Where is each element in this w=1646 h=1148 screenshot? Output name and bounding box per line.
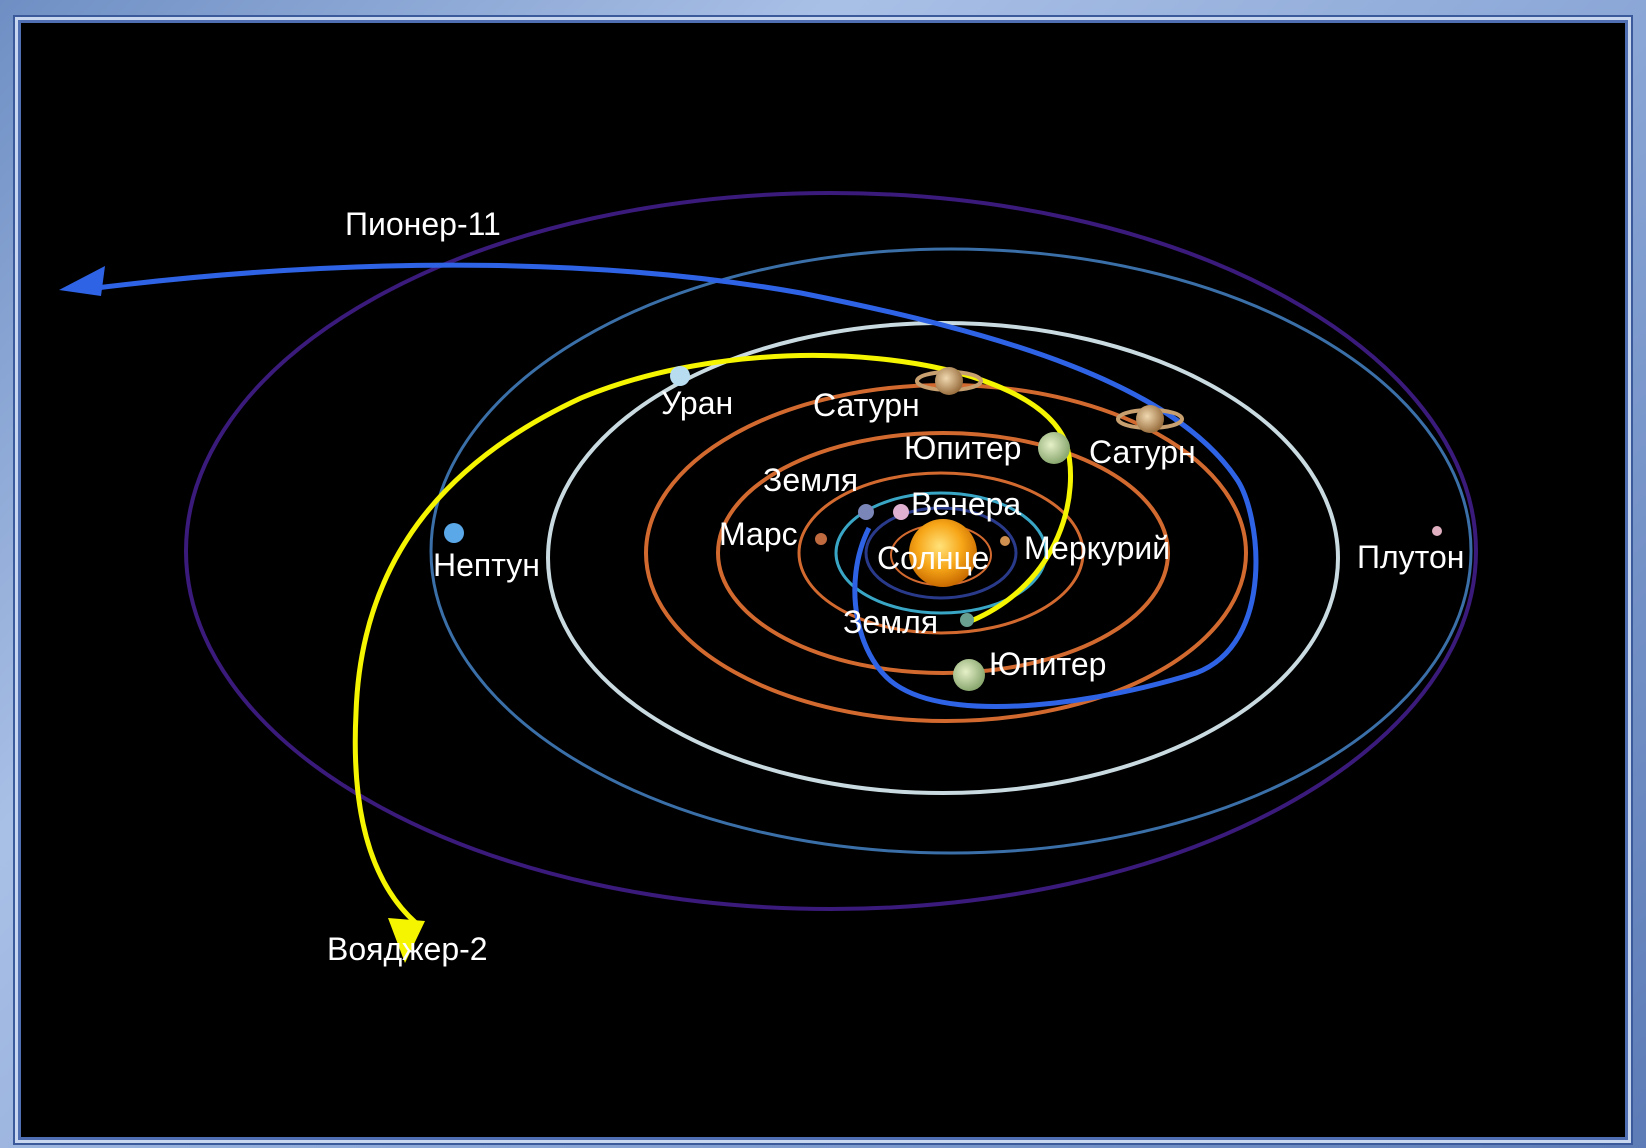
saturn-left-label: Сатурн bbox=[813, 387, 920, 423]
jupiter-top-icon bbox=[1038, 432, 1070, 464]
earth-top-icon bbox=[858, 504, 874, 520]
uranus-icon bbox=[670, 366, 690, 386]
diagram-panel: Пионер-11 Вояджер-2 Солнце Меркурий Вене… bbox=[18, 20, 1628, 1140]
neptune-icon bbox=[444, 523, 464, 543]
sun-label: Солнце bbox=[877, 540, 989, 576]
orbits bbox=[184, 191, 1478, 911]
neptune-orbit bbox=[429, 247, 1473, 855]
jupiter-top-label: Юпитер bbox=[904, 430, 1021, 466]
pioneer-arrowhead bbox=[59, 266, 105, 296]
mars-label: Марс bbox=[719, 516, 798, 552]
saturn-right-label: Сатурн bbox=[1089, 434, 1196, 470]
venus-label: Венера bbox=[911, 486, 1021, 522]
trajectories bbox=[59, 262, 1259, 963]
jupiter-bottom-label: Юпитер bbox=[989, 646, 1106, 682]
bodies bbox=[444, 366, 1442, 691]
venus-orbit bbox=[864, 506, 1018, 600]
voyager-label: Вояджер-2 bbox=[327, 931, 488, 967]
saturn-right-icon bbox=[1116, 405, 1184, 433]
pioneer-trajectory bbox=[95, 262, 1259, 710]
uranus-label: Уран bbox=[661, 385, 733, 421]
voyager-arrowhead bbox=[388, 918, 425, 963]
earth-orbit bbox=[834, 491, 1048, 615]
labels: Пионер-11 Вояджер-2 Солнце Меркурий Вене… bbox=[327, 206, 1464, 967]
earth-bottom-icon bbox=[960, 613, 974, 627]
mercury-icon bbox=[1000, 536, 1010, 546]
voyager-trajectory bbox=[352, 353, 1074, 925]
saturn-left-icon bbox=[915, 367, 983, 395]
mars-orbit bbox=[797, 471, 1085, 635]
venus-icon bbox=[893, 504, 909, 520]
pluto-orbit bbox=[184, 191, 1478, 911]
pluto-icon bbox=[1432, 526, 1442, 536]
earth-top-label: Земля bbox=[763, 462, 858, 498]
pluto-label: Плутон bbox=[1357, 539, 1464, 575]
mercury-label: Меркурий bbox=[1024, 530, 1170, 566]
pioneer-label: Пионер-11 bbox=[345, 206, 501, 242]
earth-bottom-label: Земля bbox=[843, 604, 938, 640]
solar-system-diagram: Пионер-11 Вояджер-2 Солнце Меркурий Вене… bbox=[59, 191, 1478, 967]
sun-icon bbox=[909, 519, 977, 587]
jupiter-orbit bbox=[716, 431, 1170, 675]
neptune-label: Нептун bbox=[433, 547, 540, 583]
mars-icon bbox=[815, 533, 827, 545]
jupiter-bottom-icon bbox=[953, 659, 985, 691]
